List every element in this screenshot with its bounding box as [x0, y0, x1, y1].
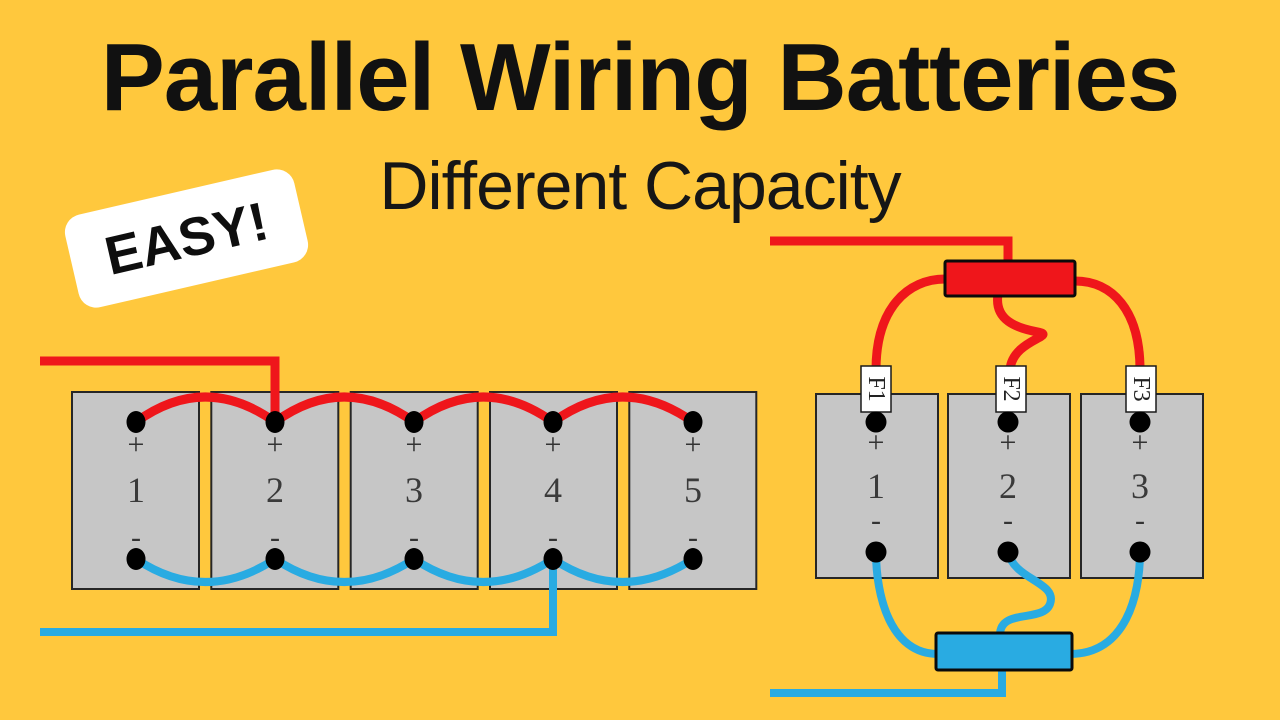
negative-feed-wire	[40, 559, 557, 636]
negative-busbar	[934, 631, 1074, 672]
positive-busbar	[943, 259, 1077, 298]
minus-symbol: -	[548, 521, 558, 554]
fuse-label: F2	[998, 376, 1024, 401]
battery-number: 1	[127, 470, 145, 510]
positive-fuse-wire	[1074, 276, 1145, 371]
positive-fuse-wire	[993, 293, 1048, 371]
positive-terminal	[865, 411, 887, 433]
minus-symbol: -	[409, 521, 419, 554]
fuse-label: F1	[863, 376, 889, 401]
positive-terminal	[683, 411, 703, 433]
positive-terminal	[126, 411, 146, 433]
negative-terminal	[543, 548, 563, 570]
negative-jumper-wire	[550, 555, 696, 586]
positive-terminal	[543, 411, 563, 433]
positive-jumper-wire	[272, 392, 417, 426]
positive-fuse-wire	[871, 274, 946, 371]
minus-symbol: -	[871, 504, 881, 537]
battery-number: 3	[405, 470, 423, 510]
minus-symbol: -	[270, 521, 280, 554]
page-subtitle: Different Capacity	[379, 148, 901, 224]
negative-terminal	[683, 548, 703, 570]
plus-symbol: +	[868, 426, 885, 459]
positive-jumper-wire	[133, 392, 278, 426]
battery-number: 3	[1131, 466, 1149, 506]
negative-jumper-wire	[411, 555, 556, 586]
plus-symbol: +	[685, 428, 702, 461]
positive-terminal	[1129, 411, 1151, 433]
minus-symbol: -	[1135, 504, 1145, 537]
negative-busbar-wire	[1069, 551, 1144, 658]
negative-terminal	[997, 541, 1019, 563]
plus-symbol: +	[267, 428, 284, 461]
fuse-label: F3	[1128, 376, 1154, 401]
positive-feed-wire	[40, 356, 280, 422]
negative-terminal	[404, 548, 424, 570]
negative-jumper-wire	[272, 555, 417, 586]
negative-terminal	[1129, 541, 1151, 563]
plus-symbol: +	[1000, 426, 1017, 459]
negative-terminal	[126, 548, 146, 570]
plus-symbol: +	[1132, 426, 1149, 459]
right-fused-parallel-bank-diagram: F1 F2 F3 + + + 1 2 3 - - -	[770, 236, 1204, 697]
plus-symbol: +	[128, 428, 145, 461]
negative-terminal	[265, 548, 285, 570]
minus-symbol: -	[1003, 504, 1013, 537]
negative-busbar-wire	[872, 551, 939, 658]
battery-number: 1	[867, 466, 885, 506]
battery-number: 2	[266, 470, 284, 510]
positive-terminal	[265, 411, 285, 433]
positive-feed-wire	[770, 236, 1013, 265]
plus-symbol: +	[545, 428, 562, 461]
left-parallel-bank-diagram: + + + + + 1 2 3 4 5 - - - - -	[40, 356, 758, 636]
positive-terminal	[997, 411, 1019, 433]
negative-jumper-wire	[133, 555, 278, 586]
positive-jumper-wire	[411, 392, 556, 426]
negative-terminal	[865, 541, 887, 563]
negative-busbar-wire	[996, 550, 1055, 636]
negative-feed-wire	[770, 668, 1006, 697]
battery-number: 4	[544, 470, 562, 510]
positive-terminal	[404, 411, 424, 433]
positive-jumper-wire	[550, 392, 696, 426]
battery-number: 5	[684, 470, 702, 510]
minus-symbol: -	[131, 521, 141, 554]
battery-number: 2	[999, 466, 1017, 506]
page-title: Parallel Wiring Batteries	[100, 24, 1181, 131]
plus-symbol: +	[406, 428, 423, 461]
minus-symbol: -	[688, 521, 698, 554]
fuse-tag	[1125, 365, 1157, 413]
